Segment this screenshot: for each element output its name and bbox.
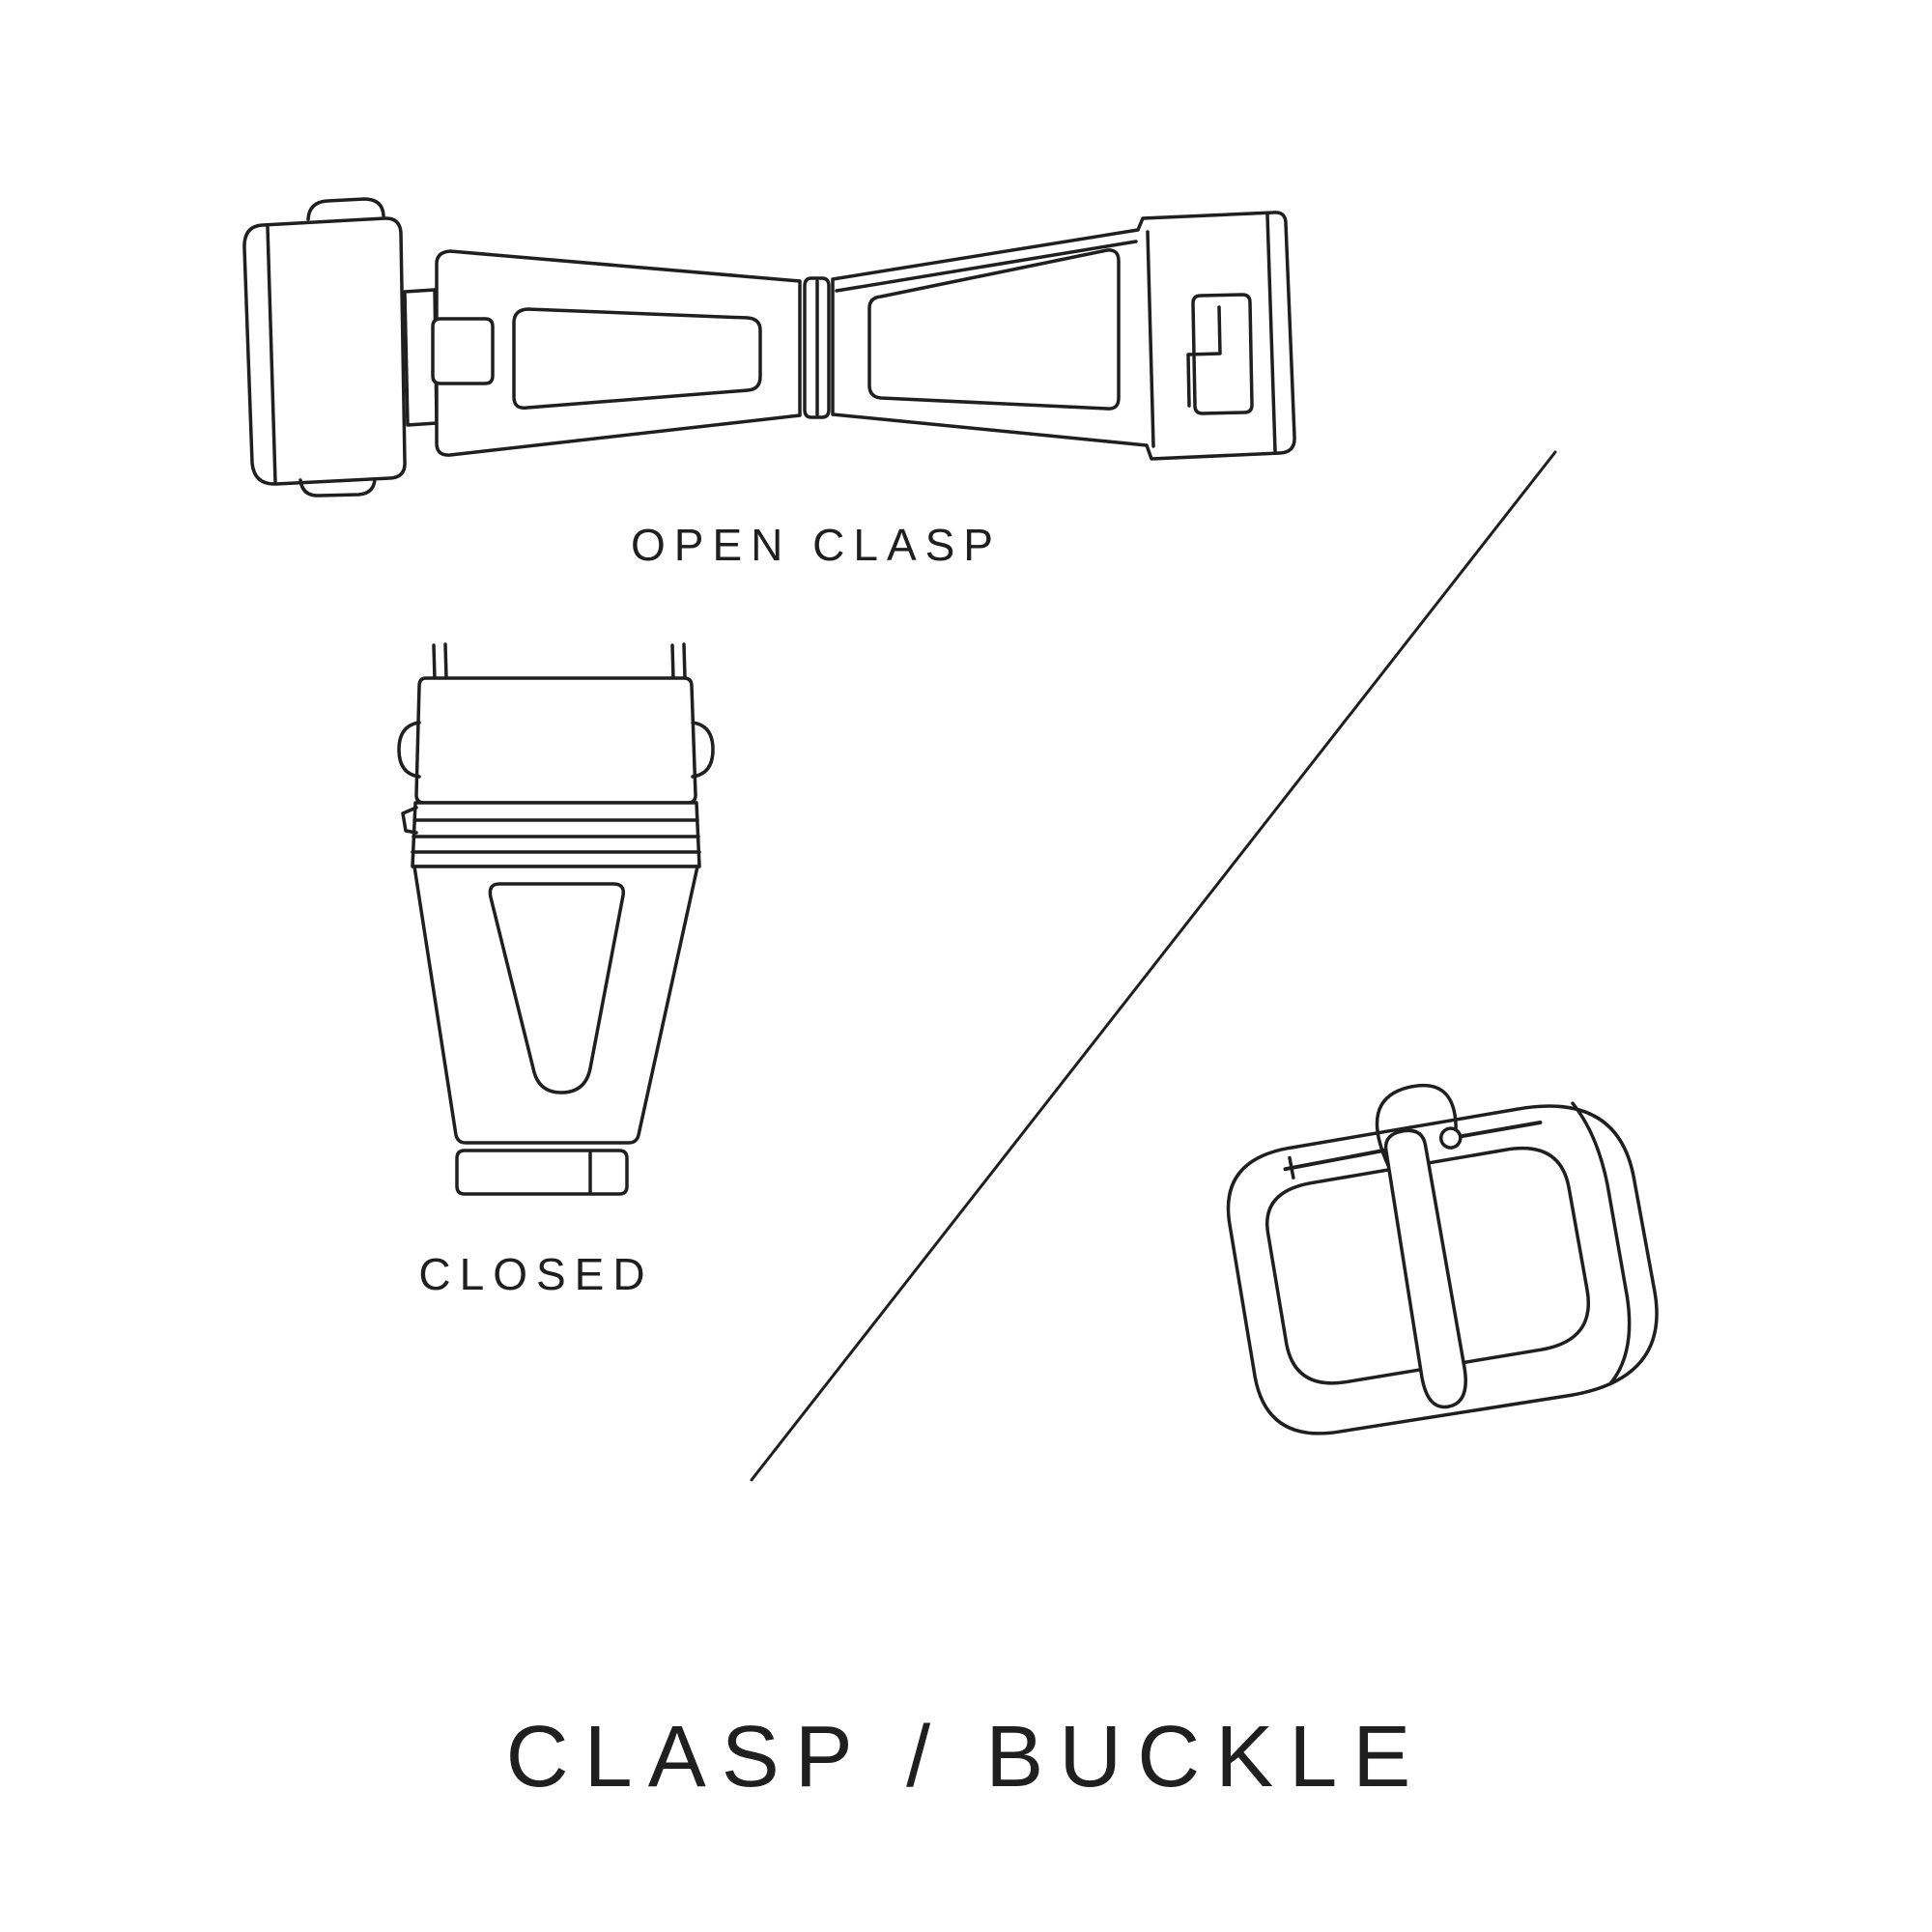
buckle-illustration xyxy=(1226,1083,1659,1435)
clasp-end-edge xyxy=(1265,213,1277,453)
clasp-left-arm xyxy=(435,249,802,457)
closed-ear-right xyxy=(691,721,715,779)
clasp-catch xyxy=(1191,293,1254,415)
closed-cover xyxy=(414,676,697,805)
clasp-right-inner-panel xyxy=(867,248,1121,411)
closed-body xyxy=(412,865,699,1145)
buckle-loop-ring xyxy=(1439,1126,1463,1150)
closed-ear-left xyxy=(397,721,421,779)
closed-label: CLOSED xyxy=(418,1249,654,1299)
buckle-tongue-body xyxy=(1383,1128,1467,1409)
closed-band-notch xyxy=(401,806,418,835)
closed-prong-right xyxy=(670,642,687,681)
open-clasp-label: OPEN CLASP xyxy=(631,520,1002,570)
clasp-end-divider xyxy=(1146,230,1155,448)
clasp-cap-bottom-tab xyxy=(298,477,377,497)
clasp-catch-hook xyxy=(1186,305,1222,408)
diagonal-divider-line xyxy=(750,450,1557,1482)
closed-band xyxy=(411,801,701,868)
clasp-left-notch xyxy=(431,317,495,385)
buckle-pin-right xyxy=(1450,1121,1543,1140)
clasp-left-inner-panel xyxy=(512,307,762,411)
buckle-right-thickness xyxy=(1571,1101,1632,1386)
closed-body-inner-panel xyxy=(488,882,626,1094)
closed-bottom-cap xyxy=(455,1149,629,1196)
diagram-title: CLASP / BUCKLE xyxy=(505,1709,1427,1805)
clasp-cap-edge xyxy=(266,225,277,484)
divider-line xyxy=(750,450,1557,1482)
buckle-pin-left xyxy=(1283,1148,1388,1172)
clasp-cap-top-tab xyxy=(306,197,385,221)
buckle-pin-tick xyxy=(1288,1155,1295,1179)
clasp-right-top-edge xyxy=(835,240,1138,293)
clasp-cap xyxy=(242,216,407,486)
closed-prong-left xyxy=(432,642,448,681)
closed-clasp-illustration xyxy=(397,642,715,1196)
open-clasp-illustration xyxy=(242,197,1296,497)
